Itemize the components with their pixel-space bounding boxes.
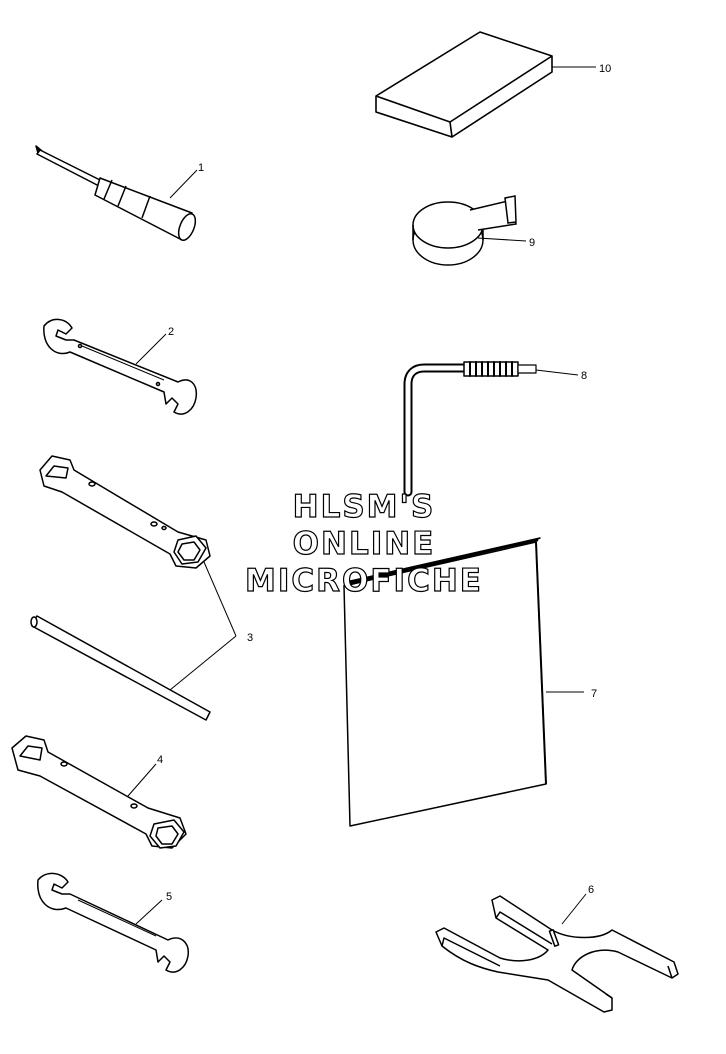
callout-1: 1 [198,162,204,174]
part-4-box-wrench [11,735,187,849]
leader-3b [169,635,237,691]
watermark: HLSM'S ONLINE MICROFICHE [244,488,483,599]
part-6-spanner [435,895,679,1013]
callout-6: 6 [588,884,594,896]
callout-3: 3 [247,632,253,644]
part-5-wrench [37,872,189,973]
watermark-line-3: MICROFICHE [245,563,483,599]
part-3-tommy-bar [30,615,211,721]
callout-5: 5 [166,891,172,903]
leader-5 [135,899,163,925]
part-7-manual [343,537,547,827]
leader-1 [169,169,198,199]
watermark-line-2: ONLINE [293,526,436,562]
leader-2 [135,333,167,365]
callout-10: 10 [599,63,611,75]
part-2-wrench [43,318,198,415]
part-1-screwdriver [35,145,197,241]
watermark-line-1: HLSM'S [293,489,436,525]
leader-3a [203,561,237,637]
callout-9: 9 [529,237,535,249]
callout-7: 7 [591,688,597,700]
leader-4 [127,763,157,797]
leader-8 [535,369,579,376]
leader-9 [477,237,527,242]
callout-2: 2 [168,326,174,338]
part-3-box-wrench [39,455,211,569]
part-10-pad [375,31,553,138]
part-8-l-wrench [403,361,537,497]
callout-8: 8 [581,370,587,382]
part-9-strap [412,195,517,266]
leader-6 [561,893,587,925]
callout-4: 4 [157,754,163,766]
